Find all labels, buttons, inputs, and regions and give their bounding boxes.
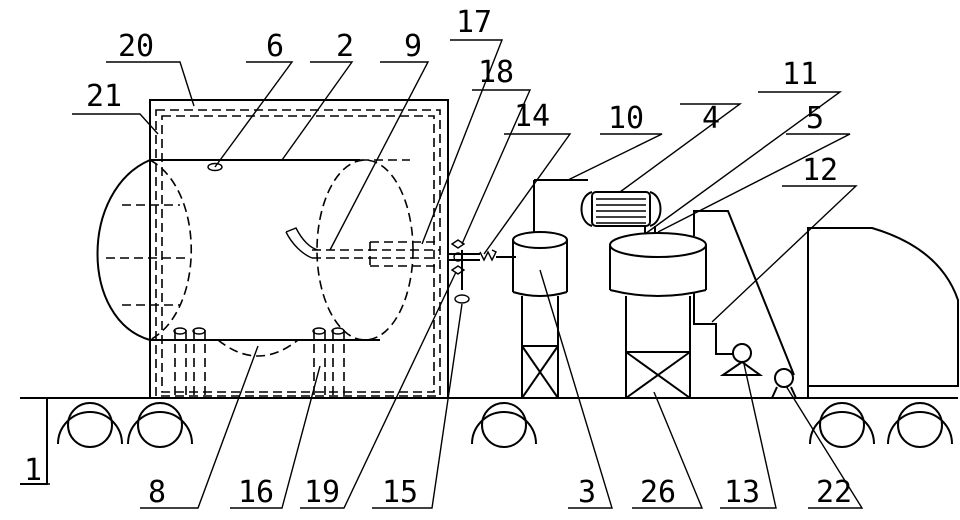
label-16: 16 bbox=[238, 475, 274, 510]
saddle-8 bbox=[217, 339, 299, 357]
trailer-wheels bbox=[57, 402, 953, 448]
vessel-5 bbox=[609, 232, 707, 399]
label-13: 13 bbox=[724, 475, 760, 510]
label-6: 6 bbox=[266, 29, 284, 64]
label-19: 19 bbox=[304, 475, 340, 510]
valve-cluster bbox=[448, 239, 516, 304]
label-5: 5 bbox=[806, 101, 824, 136]
label-1: 1 bbox=[24, 453, 42, 488]
label-15: 15 bbox=[382, 475, 418, 510]
pipeline-12 bbox=[693, 210, 797, 399]
label-12: 12 bbox=[802, 153, 838, 188]
label-10: 10 bbox=[608, 101, 644, 136]
tractor-cab bbox=[807, 227, 959, 398]
label-11: 11 bbox=[782, 57, 818, 92]
label-2: 2 bbox=[336, 29, 354, 64]
label-26: 26 bbox=[640, 475, 676, 510]
condenser-4 bbox=[580, 191, 662, 234]
label-21: 21 bbox=[86, 79, 122, 114]
label-20: 20 bbox=[118, 29, 154, 64]
tank-2 bbox=[96, 159, 414, 341]
label-18: 18 bbox=[478, 55, 514, 90]
reference-labels: 1 2 3 4 5 6 8 9 10 11 12 13 14 15 16 17 … bbox=[24, 5, 852, 510]
label-14: 14 bbox=[514, 99, 550, 134]
internal-pipe-9 bbox=[285, 227, 440, 267]
leader-lines bbox=[20, 39, 864, 509]
vessel-3 bbox=[512, 179, 588, 399]
label-8: 8 bbox=[148, 475, 166, 510]
label-22: 22 bbox=[816, 475, 852, 510]
support-legs-16 bbox=[173, 327, 345, 396]
label-9: 9 bbox=[404, 29, 422, 64]
label-4: 4 bbox=[702, 101, 720, 136]
label-3: 3 bbox=[578, 475, 596, 510]
label-17: 17 bbox=[456, 5, 492, 40]
